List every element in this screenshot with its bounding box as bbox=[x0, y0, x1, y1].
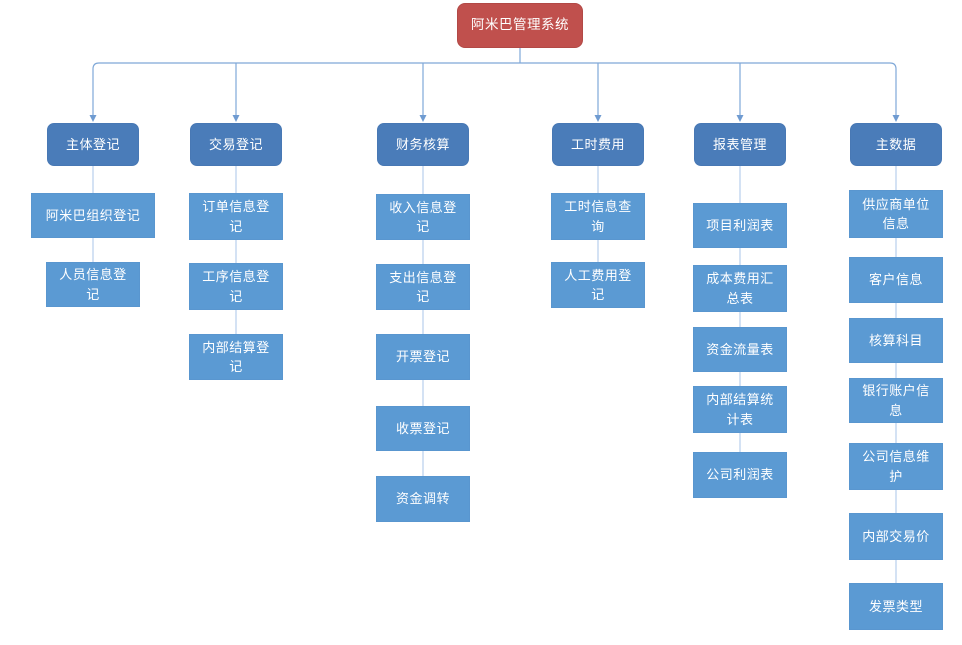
node-bank-account-info: 银行账户信息 bbox=[849, 378, 943, 423]
node-master-data: 主数据 bbox=[850, 123, 942, 166]
node-invoice-receipt-registration: 收票登记 bbox=[376, 406, 470, 451]
node-amoeba-management-system: 阿米巴管理系统 bbox=[457, 3, 583, 48]
node-subject-registration: 主体登记 bbox=[47, 123, 139, 166]
node-labor-cost-registration: 人工费用登记 bbox=[551, 262, 645, 308]
node-company-profit-statement: 公司利润表 bbox=[693, 452, 787, 498]
node-invoice-type: 发票类型 bbox=[849, 583, 943, 630]
node-income-info-registration: 收入信息登记 bbox=[376, 194, 470, 240]
node-labor-hour-cost: 工时费用 bbox=[552, 123, 644, 166]
node-financial-accounting: 财务核算 bbox=[377, 123, 469, 166]
node-order-info-registration: 订单信息登记 bbox=[189, 193, 283, 240]
node-invoice-issue-registration: 开票登记 bbox=[376, 334, 470, 380]
node-cost-expense-summary: 成本费用汇总表 bbox=[693, 265, 787, 312]
node-fund-flow-statement: 资金流量表 bbox=[693, 327, 787, 372]
node-internal-settlement-statistics: 内部结算统计表 bbox=[693, 386, 787, 433]
node-transaction-registration: 交易登记 bbox=[190, 123, 282, 166]
node-report-management: 报表管理 bbox=[694, 123, 786, 166]
node-personnel-info-registration: 人员信息登记 bbox=[46, 262, 140, 307]
node-customer-info: 客户信息 bbox=[849, 257, 943, 303]
arrowhead-icons bbox=[89, 115, 900, 122]
node-fund-transfer: 资金调转 bbox=[376, 476, 470, 522]
node-supplier-unit-info: 供应商单位信息 bbox=[849, 190, 943, 238]
node-amoeba-org-registration: 阿米巴组织登记 bbox=[31, 193, 155, 238]
node-internal-settlement-registration: 内部结算登记 bbox=[189, 334, 283, 380]
node-accounting-subjects: 核算科目 bbox=[849, 318, 943, 363]
node-internal-transaction-price: 内部交易价 bbox=[849, 513, 943, 560]
node-labor-hour-info-query: 工时信息查询 bbox=[551, 193, 645, 240]
node-project-profit-statement: 项目利润表 bbox=[693, 203, 787, 248]
node-expense-info-registration: 支出信息登记 bbox=[376, 264, 470, 310]
node-process-info-registration: 工序信息登记 bbox=[189, 263, 283, 310]
node-company-info-maintenance: 公司信息维护 bbox=[849, 443, 943, 490]
